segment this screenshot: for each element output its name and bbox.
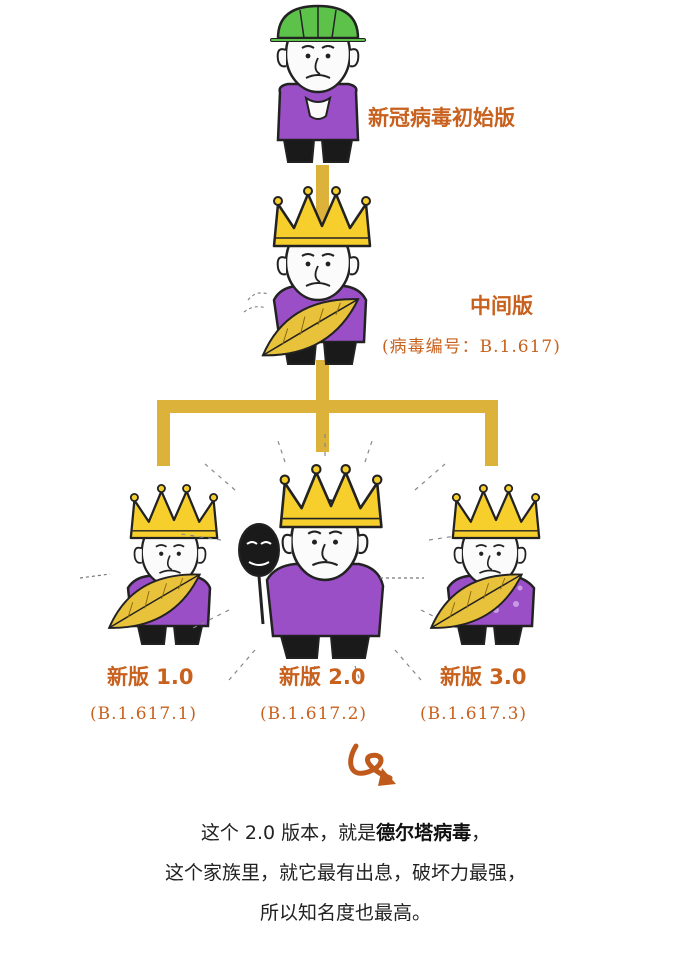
middle-label: 中间版 xyxy=(470,294,533,318)
root-label: 新冠病毒初始版 xyxy=(368,106,515,130)
root-character xyxy=(270,4,366,163)
caption-line-1-suffix: ， xyxy=(471,822,491,844)
child-code-1: (B.1.617.1) xyxy=(90,704,198,724)
child-character-2 xyxy=(180,432,470,685)
child-label-2: 新版 2.0 xyxy=(279,665,366,689)
caption-line-1-prefix: 这个 2.0 版本，就是 xyxy=(200,822,377,844)
crown-icon xyxy=(279,463,383,529)
connector-lines xyxy=(157,165,498,466)
caption-line-1: 这个 2.0 版本，就是德尔塔病毒， xyxy=(0,818,691,845)
child-character-1 xyxy=(79,483,219,645)
crown-icon xyxy=(451,483,541,540)
crown-icon xyxy=(129,483,219,540)
curved-arrow-icon xyxy=(348,743,396,786)
child-character-3 xyxy=(380,483,541,645)
child-code-3: (B.1.617.3) xyxy=(420,704,528,724)
child-code-2: (B.1.617.2) xyxy=(260,704,368,724)
child-label-1: 新版 1.0 xyxy=(107,665,194,689)
helmet-icon xyxy=(270,4,366,42)
middle-character xyxy=(243,185,372,365)
light-rays xyxy=(180,432,470,685)
middle-code: (病毒编号：B.1.617) xyxy=(382,337,561,357)
mask-icon xyxy=(238,523,280,625)
caption-line-3: 所以知名度也最高。 xyxy=(259,902,431,924)
caption-line-2: 这个家族里，就它最有出息，破坏力最强， xyxy=(164,862,526,884)
caption-highlight: 德尔塔病毒 xyxy=(376,822,472,844)
child-label-3: 新版 3.0 xyxy=(440,665,527,689)
